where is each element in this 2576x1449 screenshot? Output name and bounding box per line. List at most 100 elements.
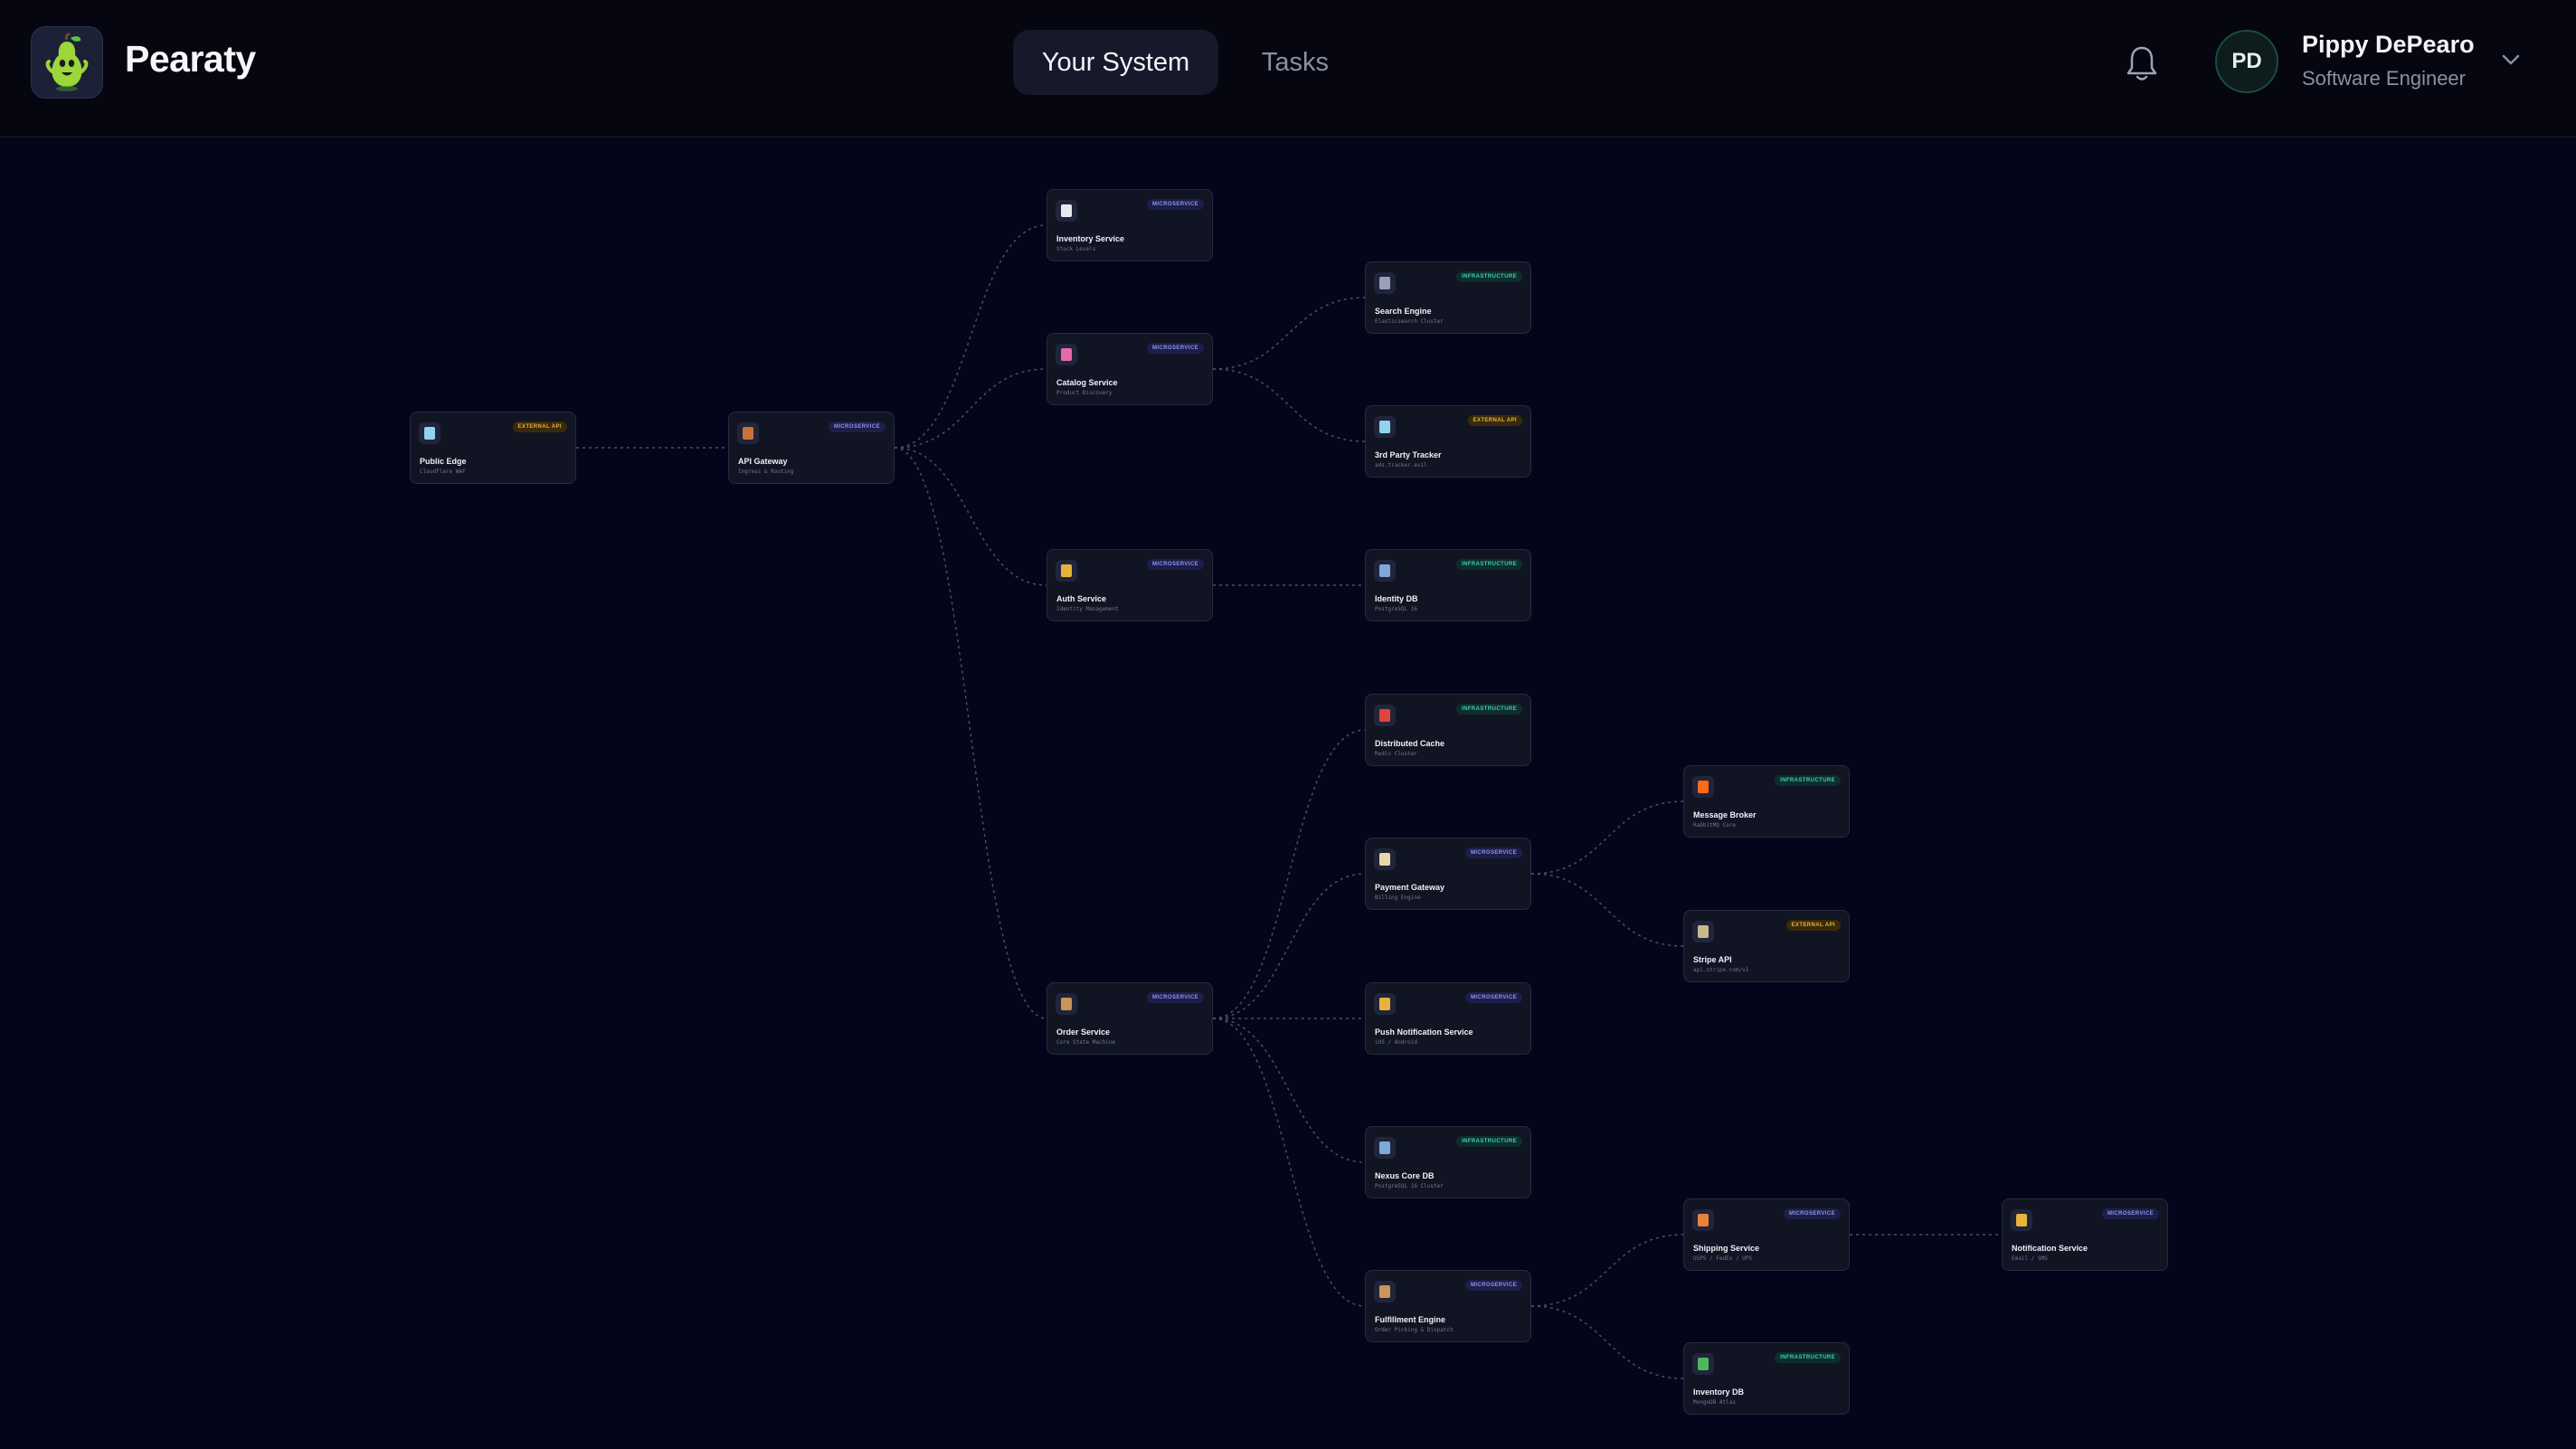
node-subtitle: RabbitMQ Core [1693,822,1736,829]
node-title: Inventory DB [1693,1387,1745,1397]
node-type-badge: EXTERNAL API [1785,920,1841,931]
tab-your-system[interactable]: Your System [1013,30,1218,95]
node-subtitle: Billing Engine [1375,895,1421,901]
node-type-badge: MICROSERVICE [1146,992,1204,1003]
node-third-party-tracker[interactable]: EXTERNAL API 3rd Party Tracker ads.tracker… [1365,405,1531,478]
node-title: Order Service [1056,1028,1111,1037]
elephant-icon [1374,1137,1396,1159]
node-subtitle: api.stripe.com/v1 [1693,967,1749,973]
node-type-badge: MICROSERVICE [828,421,886,432]
node-type-badge: INFRASTRUCTURE [1456,704,1522,715]
clipboard-icon [1056,200,1077,222]
door-icon [737,422,759,444]
node-type-badge: MICROSERVICE [1464,848,1522,858]
node-type-badge: MICROSERVICE [1146,343,1204,354]
node-subtitle: Order Picking & Dispatch [1375,1327,1454,1333]
node-subtitle: ads.tracker.evil [1375,462,1427,469]
node-title: Stripe API [1693,955,1732,964]
node-title: Search Engine [1375,307,1432,316]
bell-icon [2011,1209,2032,1231]
globe-icon [419,422,440,444]
node-subtitle: Email / SMS [2012,1255,2048,1262]
node-title: Distributed Cache [1375,739,1445,748]
system-diagram-canvas[interactable] [0,137,2576,1449]
node-subtitle: Elasticsearch Cluster [1375,318,1444,325]
lock-icon [1056,560,1077,582]
chevron-down-icon[interactable] [2500,52,2522,67]
node-type-badge: INFRASTRUCTURE [1456,1136,1522,1147]
shopping-bag-icon [1056,344,1077,365]
node-type-badge: MICROSERVICE [1146,559,1204,570]
node-title: Shipping Service [1693,1244,1760,1253]
bank-icon [1692,921,1714,942]
package-icon [1056,993,1077,1015]
node-identity-db[interactable]: INFRASTRUCTURE Identity DB PostgreSQL 16 [1365,549,1531,621]
avatar[interactable]: PD [2215,30,2278,93]
node-type-badge: MICROSERVICE [1464,1280,1522,1291]
node-title: Nexus Core DB [1375,1171,1435,1180]
file-cabinet-icon [1374,272,1396,294]
tab-tasks[interactable]: Tasks [1261,48,1330,77]
node-subtitle: PostgreSQL 16 [1375,606,1417,612]
node-title: API Gateway [738,457,788,466]
node-nexus-core-db[interactable]: INFRASTRUCTURE Nexus Core DB PostgreSQL 16… [1365,1126,1531,1198]
app-title: Pearaty [125,38,256,80]
elephant-icon [1374,560,1396,582]
node-type-badge: MICROSERVICE [1146,199,1204,210]
node-type-badge: MICROSERVICE [2101,1208,2159,1219]
node-title: Public Edge [420,457,467,466]
notifications-bell-icon[interactable] [2124,43,2160,83]
node-push-notification-service[interactable]: MICROSERVICE Push Notification Service iOS… [1365,982,1531,1055]
node-stripe-api[interactable]: EXTERNAL API Stripe API api.stripe.com/v1 [1683,910,1850,982]
node-type-badge: MICROSERVICE [1464,992,1522,1003]
node-subtitle: Core State Machine [1056,1039,1116,1046]
node-type-badge: EXTERNAL API [1467,415,1522,426]
node-title: Catalog Service [1056,378,1118,387]
user-role: Software Engineer [2302,67,2466,90]
node-title: Message Broker [1693,810,1757,819]
rabbitmq-icon [1692,776,1714,798]
node-subtitle: MongoDB Atlas [1693,1399,1736,1406]
redis-icon [1374,705,1396,726]
node-subtitle: Ingress & Routing [738,469,794,475]
node-title: Inventory Service [1056,234,1125,243]
globe-icon [1374,416,1396,438]
node-subtitle: Identity Management [1056,606,1119,612]
node-title: Identity DB [1375,594,1418,603]
node-subtitle: Product Discovery [1056,390,1113,396]
pear-logo-icon[interactable] [31,26,103,99]
node-subtitle: Stock Levels [1056,246,1096,252]
node-subtitle: USPS / FedEx / UPS [1693,1255,1753,1262]
truck-icon [1692,1209,1714,1231]
node-title: Notification Service [2012,1244,2088,1253]
top-bar: Pearaty Your System Tasks PD Pippy DePea… [0,0,2576,137]
node-subtitle: PostgreSQL 16 Cluster [1375,1183,1444,1189]
node-type-badge: INFRASTRUCTURE [1456,271,1522,282]
node-type-badge: MICROSERVICE [1783,1208,1841,1219]
node-subtitle: Cloudflare WAF [420,469,466,475]
node-type-badge: INFRASTRUCTURE [1456,559,1522,570]
node-title: Push Notification Service [1375,1028,1473,1037]
factory-icon [1374,1281,1396,1302]
node-subtitle: iOS / Android [1375,1039,1417,1046]
node-title: 3rd Party Tracker [1375,450,1442,459]
node-subtitle: Redis Cluster [1375,751,1417,757]
bell-icon [1374,993,1396,1015]
node-type-badge: EXTERNAL API [512,421,567,432]
node-title: Fulfillment Engine [1375,1315,1445,1324]
node-title: Auth Service [1056,594,1107,603]
